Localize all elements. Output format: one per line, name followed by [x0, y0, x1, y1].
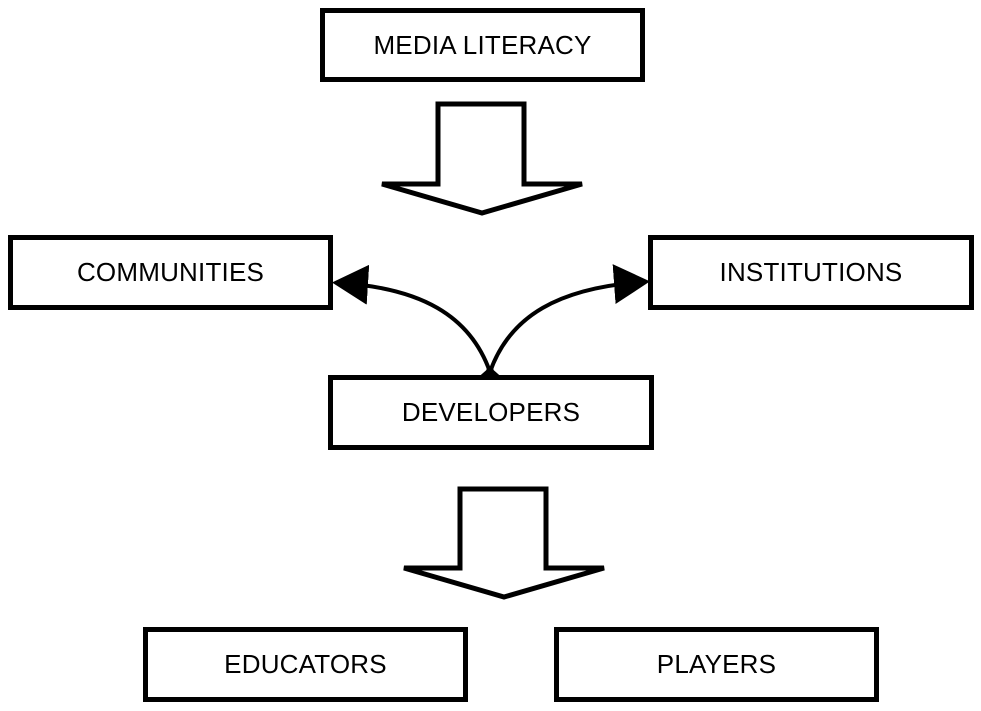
- node-communities: COMMUNITIES: [8, 235, 333, 310]
- node-institutions-label: INSTITUTIONS: [719, 257, 903, 287]
- node-institutions: INSTITUTIONS: [648, 235, 974, 310]
- block-arrow-top: [381, 101, 583, 216]
- block-arrow-bottom: [403, 486, 605, 600]
- curved-connector-communities: [332, 264, 519, 406]
- node-educators: EDUCATORS: [143, 627, 468, 702]
- node-developers: DEVELOPERS: [328, 375, 654, 450]
- node-communities-label: COMMUNITIES: [76, 257, 265, 287]
- node-players-label: PLAYERS: [656, 649, 777, 679]
- node-media-literacy-label: MEDIA LITERACY: [373, 29, 592, 60]
- node-media-literacy: MEDIA LITERACY: [320, 8, 645, 82]
- node-developers-label: DEVELOPERS: [401, 397, 581, 427]
- curved-connector-institutions: [461, 264, 650, 406]
- node-players: PLAYERS: [554, 627, 879, 702]
- node-educators-label: EDUCATORS: [224, 649, 387, 679]
